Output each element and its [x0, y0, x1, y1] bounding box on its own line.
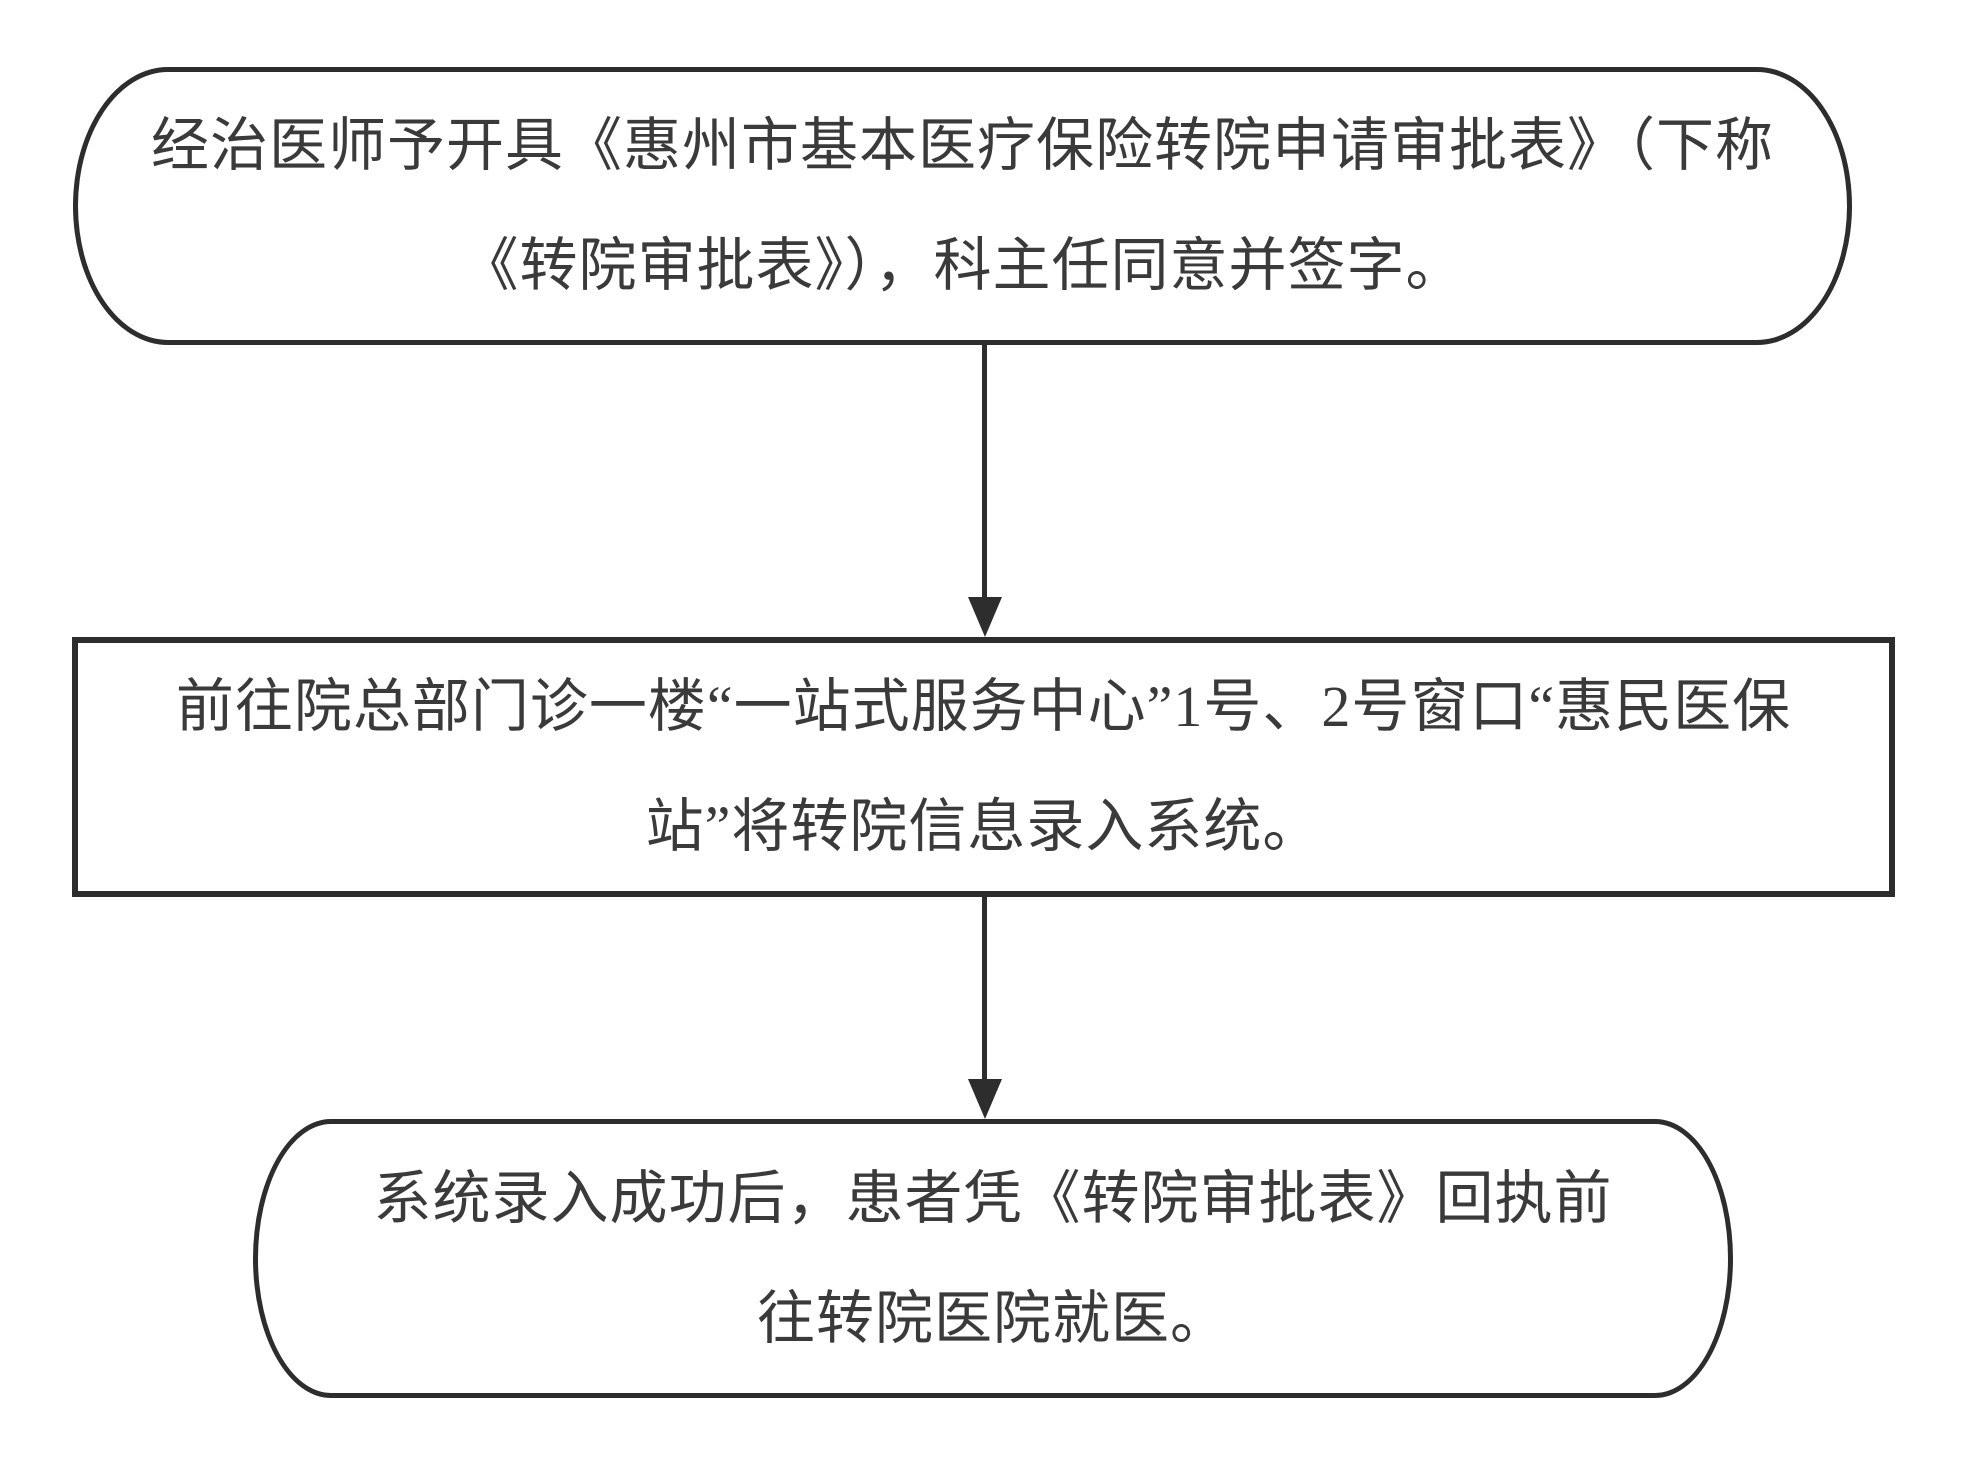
flow-step-2-text-line-2: 站”将转院信息录入系统。: [645, 794, 1322, 859]
flow-step-3-text-line-2: 往转院医院就医。: [756, 1285, 1229, 1351]
flow-step-2-box: 前往院总部门诊一楼“一站式服务中心”1号、2号窗口“惠民医保 站”将转院信息录入…: [72, 637, 1895, 897]
flow-step-3-text-line-1: 系统录入成功后，患者凭《转院审批表》回执前: [373, 1165, 1613, 1231]
flow-step-1-text-line-2: 《转院审批表》），科主任同意并签字。: [460, 233, 1465, 298]
flow-step-1-box: 经治医师予开具《惠州市基本医疗保险转院申请审批表》（下称 《转院审批表》），科主…: [73, 67, 1852, 345]
arrow-head-icon: [968, 597, 1002, 637]
flow-step-1-text-line-1: 经治医师予开具《惠州市基本医疗保险转院申请审批表》（下称: [150, 113, 1774, 178]
arrow-shaft: [982, 345, 987, 601]
arrow-head-icon: [968, 1079, 1002, 1119]
flow-step-2-text-line-1: 前往院总部门诊一楼“一站式服务中心”1号、2号窗口“惠民医保: [175, 674, 1792, 739]
flow-step-3-box: 系统录入成功后，患者凭《转院审批表》回执前 往转院医院就医。: [253, 1119, 1733, 1398]
arrow-shaft: [982, 897, 987, 1083]
